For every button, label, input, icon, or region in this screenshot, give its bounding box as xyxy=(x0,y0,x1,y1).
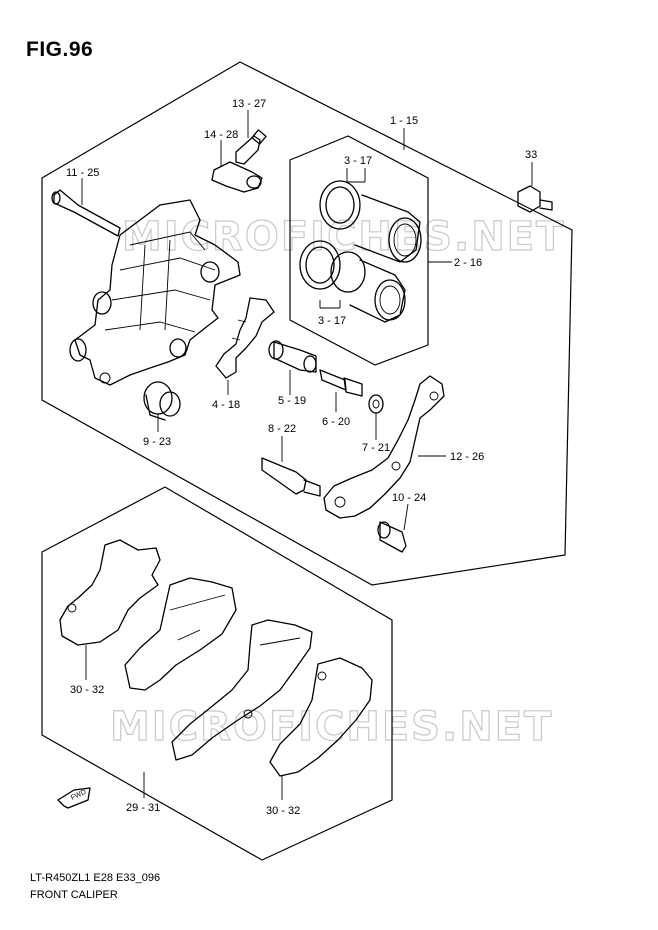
caliper-body xyxy=(69,199,241,386)
brake-pad-right-29 xyxy=(171,619,313,761)
callout-13-27: 13 - 27 xyxy=(232,98,266,110)
callout-labels: 13 - 27 14 - 28 11 - 25 1 - 15 3 - 17 33… xyxy=(66,98,537,817)
pad-group-boundary xyxy=(41,486,393,861)
bolt-6 xyxy=(319,369,363,397)
watermark-bottom: MICROFICHES.NET xyxy=(110,704,553,750)
sleeve-5 xyxy=(268,340,317,373)
caliper-bracket-12 xyxy=(323,375,445,519)
callout-8-22: 8 - 22 xyxy=(268,423,296,435)
piston-group-boundary xyxy=(289,135,429,366)
callout-14-28: 14 - 28 xyxy=(204,129,238,141)
callout-11-25: 11 - 25 xyxy=(66,167,99,179)
leader-lines xyxy=(81,110,533,800)
caliper-pin-11 xyxy=(51,189,121,237)
callout-3-17-bottom: 3 - 17 xyxy=(318,315,346,327)
callout-1-15: 1 - 15 xyxy=(390,115,418,127)
figure-title: FIG.96 xyxy=(26,38,94,61)
washer-7 xyxy=(368,394,384,414)
callout-3-17-top: 3 - 17 xyxy=(344,155,372,167)
callout-10-24: 10 - 24 xyxy=(392,492,426,504)
model-code: LT-R450ZL1 E28 E33_096 xyxy=(30,872,161,884)
brake-pad-shim-left-30 xyxy=(59,539,161,646)
callout-29-31: 29 - 31 xyxy=(126,802,160,814)
bracket-pin-10 xyxy=(377,521,407,553)
fwd-badge: FWD xyxy=(57,787,91,809)
callout-12-26: 12 - 26 xyxy=(450,451,484,463)
bleeder-valve-13 xyxy=(235,129,267,165)
brake-pad-shim-right-30 xyxy=(269,657,373,777)
callout-9-23: 9 - 23 xyxy=(143,436,171,448)
pad-spring-4 xyxy=(215,297,275,379)
callout-33: 33 xyxy=(525,149,537,161)
piston-lower xyxy=(299,240,406,323)
callout-5-19: 5 - 19 xyxy=(278,395,306,407)
piston-upper xyxy=(319,180,422,263)
figure-caption: FRONT CALIPER xyxy=(30,889,118,901)
callout-30-32-left: 30 - 32 xyxy=(70,684,104,696)
boot-9 xyxy=(143,381,181,421)
callout-7-21: 7 - 21 xyxy=(362,442,390,454)
callout-2-16: 2 - 16 xyxy=(454,257,482,269)
bleeder-cap-14 xyxy=(211,161,263,193)
pin-8 xyxy=(261,457,321,497)
brake-pad-left-29 xyxy=(124,577,237,691)
callout-30-32-right: 30 - 32 xyxy=(266,805,300,817)
callout-4-18: 4 - 18 xyxy=(212,399,240,411)
bolt-33 xyxy=(517,185,553,213)
callout-6-20: 6 - 20 xyxy=(322,416,350,428)
forward-direction-arrow-icon xyxy=(57,787,91,809)
caliper-assembly-boundary xyxy=(41,61,573,586)
